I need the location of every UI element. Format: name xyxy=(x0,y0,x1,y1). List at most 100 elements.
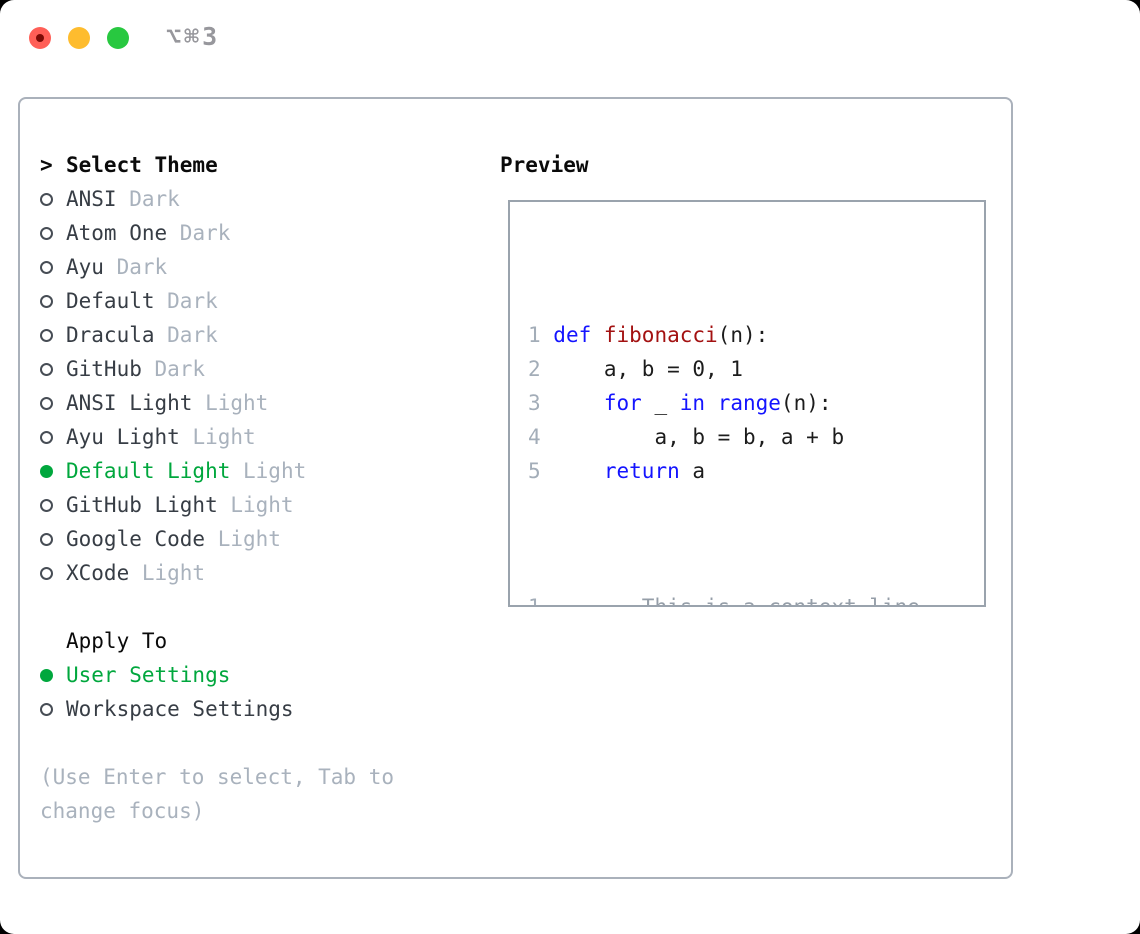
radio-circle xyxy=(40,396,53,410)
apply-to-option[interactable]: User Settings xyxy=(40,658,476,692)
radio-circle-icon xyxy=(40,498,66,512)
radio-circle xyxy=(40,464,53,478)
radio-circle xyxy=(40,226,53,240)
theme-option[interactable]: ANSI Light Light xyxy=(40,386,476,420)
theme-option-label: GitHub Light xyxy=(66,493,218,517)
radio-circle-icon xyxy=(40,328,66,342)
theme-variant-label: Light xyxy=(217,493,294,517)
radio-selected-icon xyxy=(40,668,66,682)
theme-variant-label: Light xyxy=(129,561,206,585)
theme-option[interactable]: GitHub Light Light xyxy=(40,488,476,522)
code-token-default: _ xyxy=(641,391,680,415)
radio-circle xyxy=(40,566,53,580)
theme-option[interactable]: XCode Light xyxy=(40,556,476,590)
radio-circle xyxy=(40,430,53,444)
apply-to-option[interactable]: Workspace Settings xyxy=(40,692,476,726)
theme-option[interactable]: Default Dark xyxy=(40,284,476,318)
zoom-button-icon[interactable] xyxy=(107,27,129,49)
line-number: 2 xyxy=(528,357,554,381)
theme-option-label: ANSI xyxy=(66,187,117,211)
theme-variant-label: Dark xyxy=(141,357,206,381)
theme-option-label: XCode xyxy=(66,561,130,585)
radio-circle-icon xyxy=(40,532,66,546)
python-line: 5 return a xyxy=(528,454,933,488)
apply-to-header: Apply To xyxy=(66,629,168,653)
theme-option-label: Ayu Light xyxy=(66,425,180,449)
code-token-keyword: range xyxy=(717,391,781,415)
radio-circle-icon xyxy=(40,362,66,376)
theme-variant-label: Light xyxy=(205,527,281,551)
radio-circle xyxy=(40,192,53,206)
code-token-keyword: for xyxy=(603,391,642,415)
code-token-keyword: return xyxy=(603,459,680,483)
theme-variant-label: Dark xyxy=(167,221,231,245)
theme-option[interactable]: Default Light Light xyxy=(40,454,476,488)
radio-circle xyxy=(40,294,53,308)
select-theme-header-label: Select Theme xyxy=(66,153,218,177)
radio-circle xyxy=(40,498,53,512)
theme-option-label: Google Code xyxy=(66,527,206,551)
radio-circle-icon xyxy=(40,192,66,206)
code-token-default: a xyxy=(679,459,706,483)
code-token-default xyxy=(553,459,604,483)
theme-option-label: Default xyxy=(66,289,155,313)
diff-snippet: 1 This is a context line.2 - This line w… xyxy=(528,590,933,607)
line-number: 4 xyxy=(528,425,554,449)
select-theme-header: > Select Theme xyxy=(40,148,476,182)
radio-circle xyxy=(40,328,53,342)
code-token-default: a, b = b, a + b xyxy=(553,425,845,449)
theme-variant-label: Dark xyxy=(116,187,180,211)
radio-circle-icon xyxy=(40,702,66,716)
code-token-default: a, b = 0, 1 xyxy=(553,357,743,381)
radio-selected-icon xyxy=(40,464,66,478)
theme-option[interactable]: GitHub Dark xyxy=(40,352,476,386)
python-line: 2 a, b = 0, 1 xyxy=(528,352,933,386)
radio-circle xyxy=(40,532,53,546)
line-number: 1 xyxy=(528,595,554,607)
preview-header: Preview xyxy=(500,153,589,177)
code-token-default: (n): xyxy=(717,323,769,347)
radio-circle-icon xyxy=(40,226,66,240)
line-number: 3 xyxy=(528,391,554,415)
python-line: 4 a, b = b, a + b xyxy=(528,420,933,454)
apply-to-option-label: Workspace Settings xyxy=(66,697,294,721)
theme-variant-label: Dark xyxy=(154,289,218,313)
code-token-default: (n): xyxy=(780,391,832,415)
radio-circle-icon xyxy=(40,294,66,308)
radio-circle-icon xyxy=(40,566,66,580)
code-token-keyword: in xyxy=(679,391,706,415)
theme-option-label: Atom One xyxy=(66,221,168,245)
theme-option[interactable]: ANSI Dark xyxy=(40,182,476,216)
radio-circle-icon xyxy=(40,396,66,410)
close-button-icon[interactable] xyxy=(29,27,51,49)
theme-variant-label: Light xyxy=(179,425,256,449)
theme-option[interactable]: Google Code Light xyxy=(40,522,476,556)
code-token-default xyxy=(705,391,718,415)
prompt-caret-icon: > xyxy=(40,153,53,177)
radio-circle-icon xyxy=(40,430,66,444)
theme-option[interactable]: Ayu Light Light xyxy=(40,420,476,454)
theme-variant-label: Light xyxy=(230,459,307,483)
theme-variant-label: Dark xyxy=(154,323,218,347)
line-number: 1 xyxy=(528,323,554,347)
theme-variant-label: Dark xyxy=(103,255,168,279)
theme-option-label: Ayu xyxy=(66,255,104,279)
radio-circle xyxy=(40,668,53,682)
apply-to-option-label: User Settings xyxy=(66,663,231,687)
radio-circle xyxy=(40,362,53,376)
radio-circle-icon xyxy=(40,260,66,274)
theme-option-label: Default Light xyxy=(66,459,231,483)
minimize-button-icon[interactable] xyxy=(68,27,90,49)
radio-circle xyxy=(40,702,53,716)
theme-option[interactable]: Ayu Dark xyxy=(40,250,476,284)
theme-variant-label: Light xyxy=(192,391,269,415)
code-token-default xyxy=(553,391,604,415)
theme-option[interactable]: Atom One Dark xyxy=(40,216,476,250)
theme-option[interactable]: Dracula Dark xyxy=(40,318,476,352)
window-title-shortcut: ⌥⌘3 xyxy=(166,22,221,51)
